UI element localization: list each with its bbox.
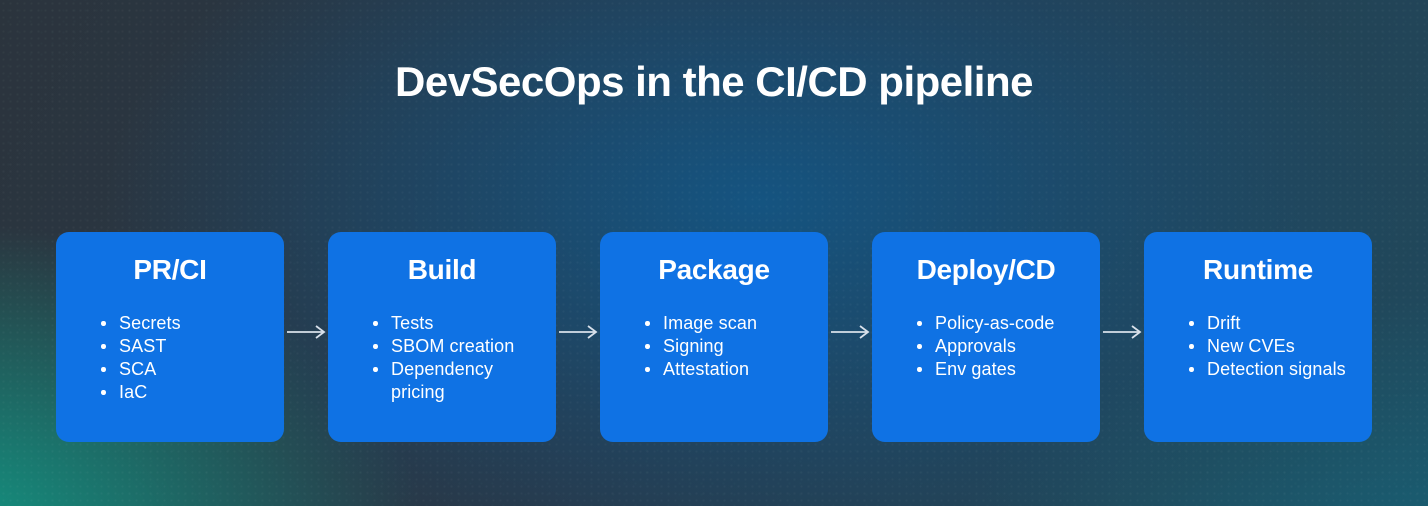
stage-bullet-item: Attestation [644,358,814,381]
stage-bullet-item: Policy-as-code [916,312,1086,335]
stage-title: PR/CI [133,254,207,285]
stage-bullet-item: Env gates [916,358,1086,381]
stage-bullet-item: Drift [1188,312,1358,335]
arrow-right-icon [286,324,326,340]
stage-bullet-item: Tests [372,312,542,335]
stage-bullet-item: IaC [100,381,270,404]
stage-bullet-item: Detection signals [1188,358,1358,381]
stage-bullet-item: Approvals [916,335,1086,358]
stage-title: Runtime [1203,254,1313,285]
stage-bullet-item: SAST [100,335,270,358]
stage-bullet-item: Dependency pricing [372,358,542,404]
arrow-right-icon [1102,324,1142,340]
stage-title: Package [658,254,770,285]
stage-bullet-item: SBOM creation [372,335,542,358]
stage-bullet-item: Signing [644,335,814,358]
stage-title: Build [407,254,477,285]
stage-bullet-item: Image scan [644,312,814,335]
arrow-right-icon [830,324,870,340]
stage-bullet-item: SCA [100,358,270,381]
page-title: DevSecOps in the CI/CD pipeline [395,58,1033,105]
arrow-right-icon [558,324,598,340]
stage-bullet-item: New CVEs [1188,335,1358,358]
stage-bullet-item: Secrets [100,312,270,335]
stage-title: Deploy/CD [916,254,1056,285]
